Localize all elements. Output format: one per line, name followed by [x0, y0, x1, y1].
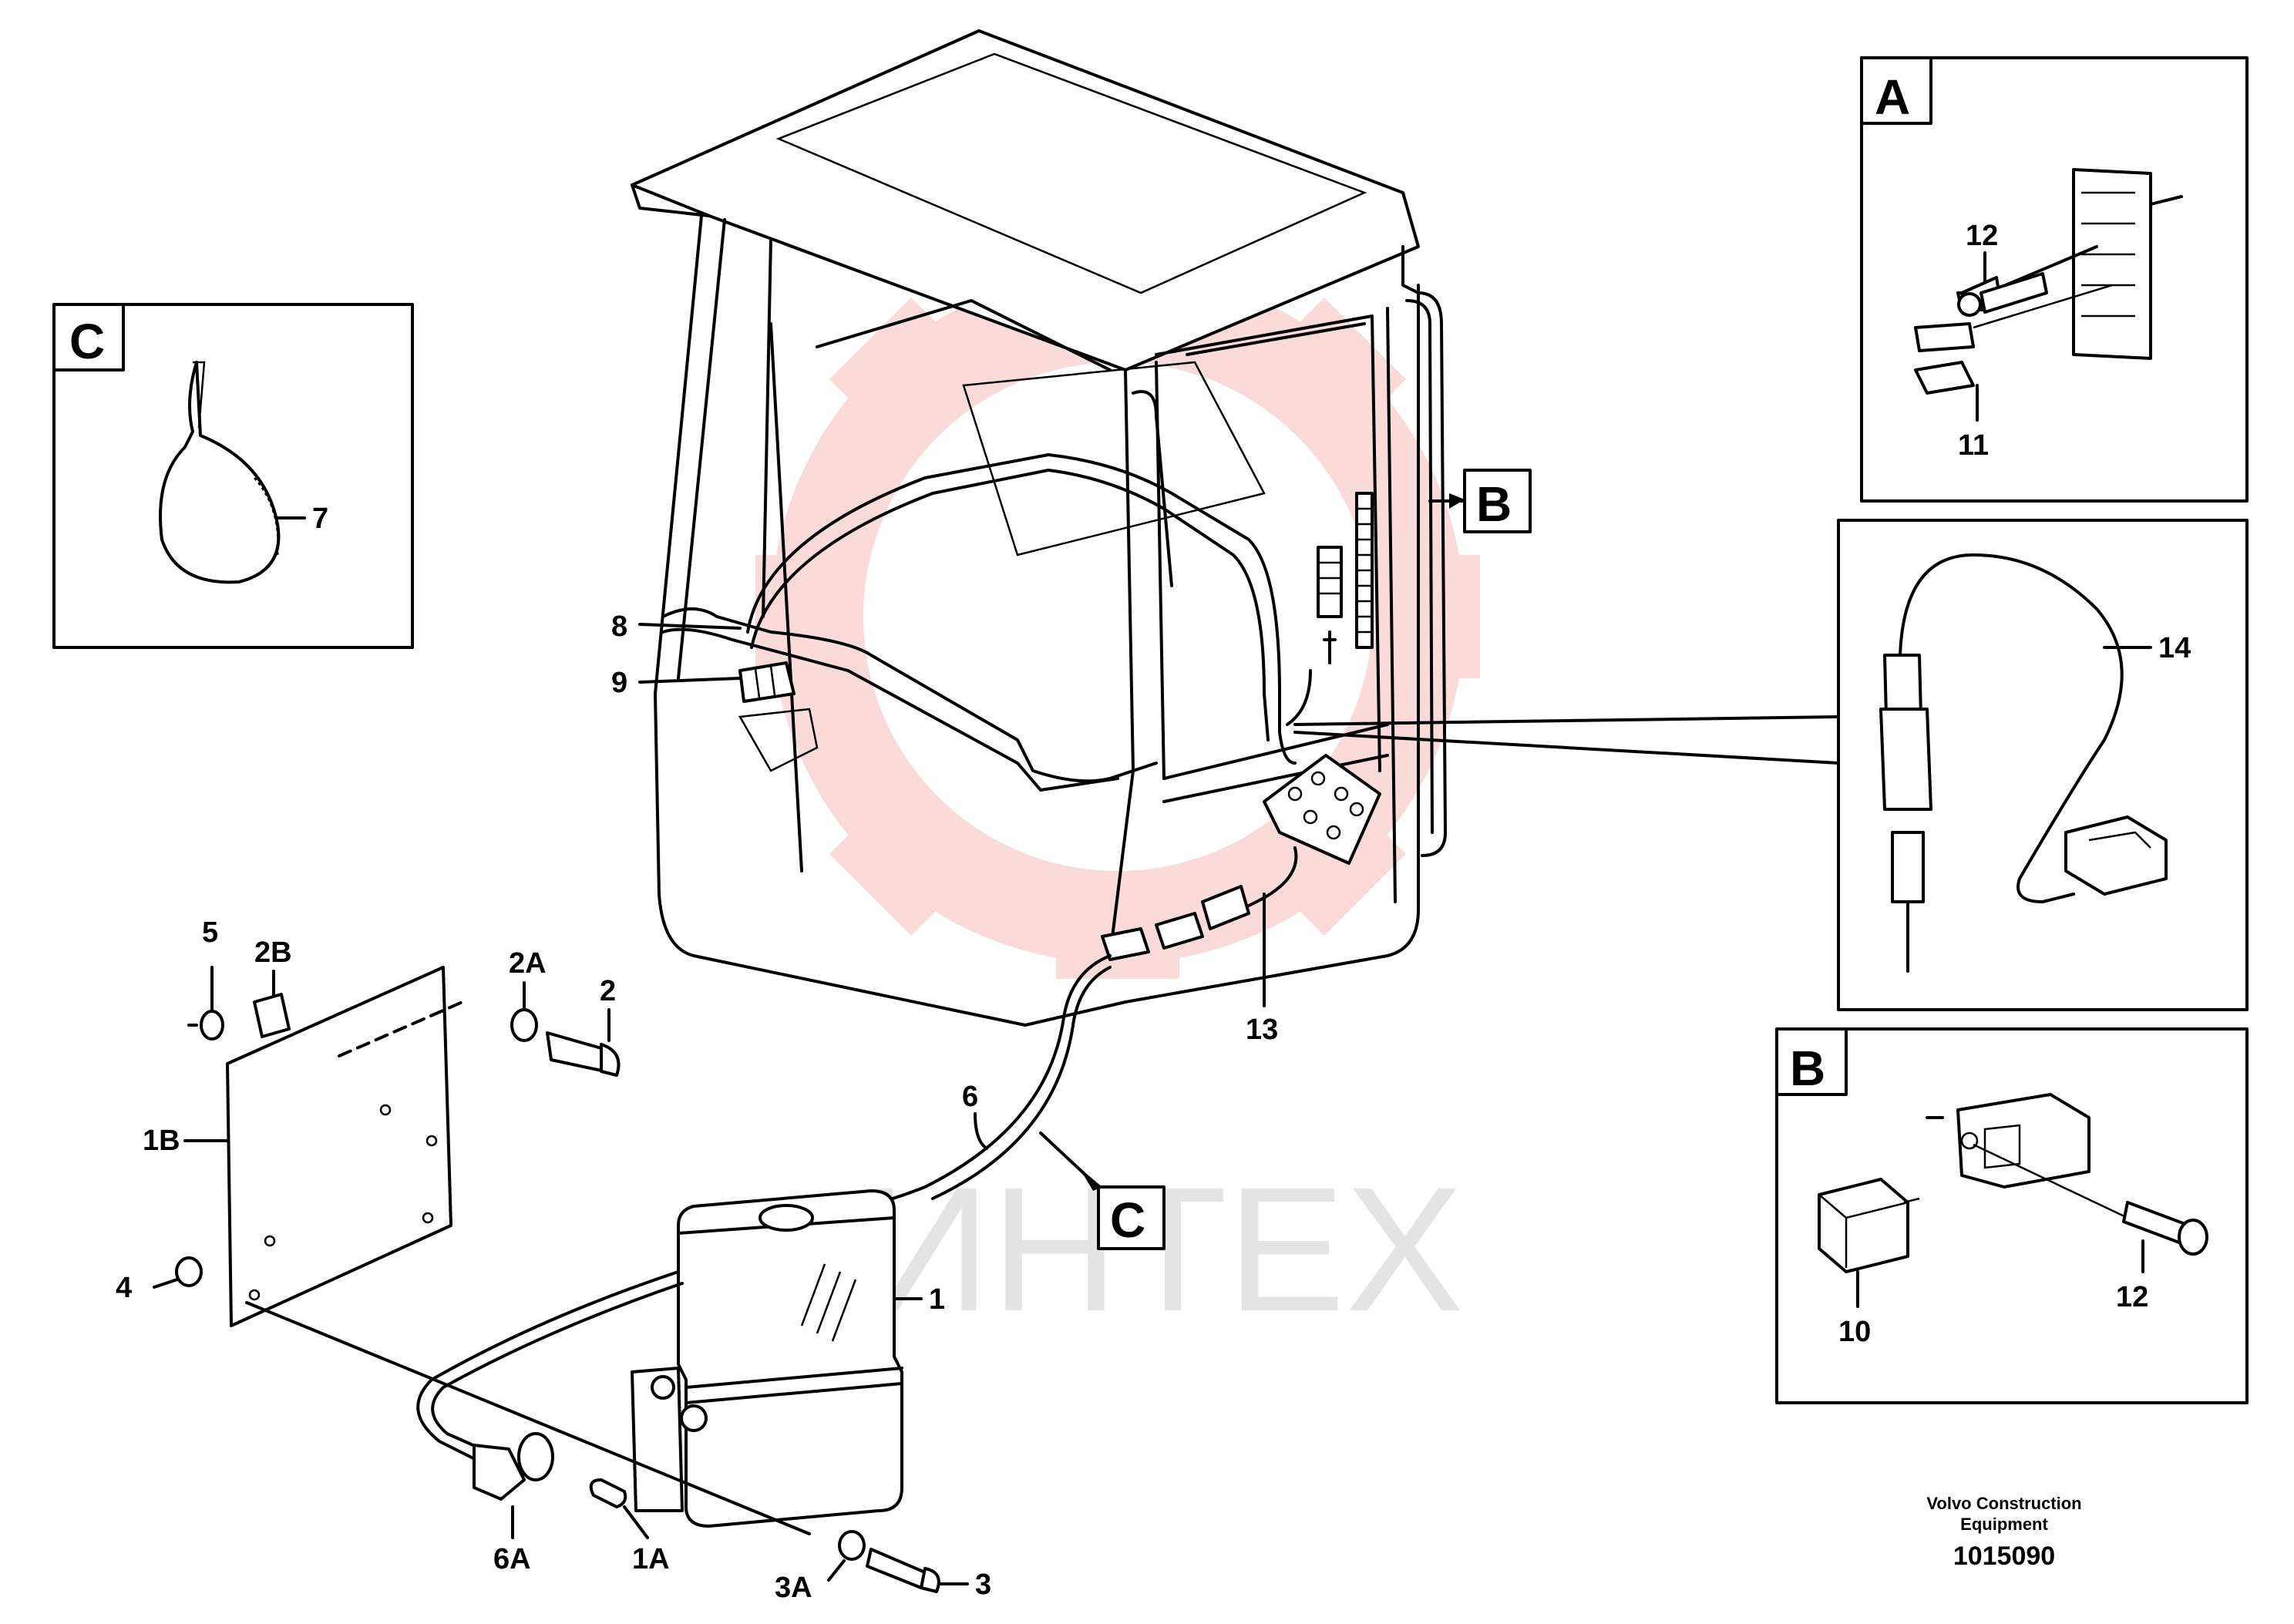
- label-2a: 2A: [509, 947, 547, 980]
- label-1a: 1A: [632, 1543, 670, 1575]
- label-9: 9: [611, 667, 627, 699]
- label-1b: 1B: [143, 1125, 180, 1157]
- label-11: 11: [1958, 429, 1989, 462]
- label-6a: 6A: [493, 1543, 531, 1575]
- label-12b: 12: [2116, 1281, 2148, 1313]
- inset-a: A 12 11: [1860, 56, 2249, 503]
- label-1: 1: [929, 1283, 945, 1316]
- footer-line2: Equipment: [1960, 1515, 2048, 1534]
- inset-c-letter: C: [69, 314, 105, 369]
- callout-b: B: [1428, 469, 1532, 533]
- callout-b-letter: B: [1476, 476, 1512, 532]
- label-13: 13: [1246, 1014, 1278, 1046]
- callout-c: C: [1039, 1131, 1166, 1250]
- label-3: 3: [975, 1569, 991, 1601]
- inset-c: C 7: [52, 303, 414, 649]
- label-2b: 2B: [254, 936, 292, 969]
- mounting-plate: [226, 966, 464, 1327]
- inset-a-letter: A: [1875, 69, 1910, 125]
- reservoir: [589, 1189, 903, 1528]
- label-4: 4: [116, 1272, 132, 1304]
- fuse-panel: [1317, 492, 1374, 664]
- label-10: 10: [1838, 1316, 1871, 1348]
- label-12a: 12: [1966, 220, 1998, 252]
- connector-plate: [1263, 754, 1381, 865]
- label-3a: 3A: [775, 1572, 812, 1604]
- cab: [631, 29, 1447, 1027]
- label-14: 14: [2158, 632, 2191, 664]
- label-6: 6: [962, 1081, 978, 1113]
- inset-b: B 10 12: [1775, 1027, 2249, 1404]
- harness-6: [769, 846, 1298, 1219]
- callout-c-letter: C: [1110, 1192, 1145, 1248]
- footer-number: 1015090: [1953, 1542, 2055, 1571]
- label-5: 5: [202, 916, 218, 949]
- label-8: 8: [611, 610, 627, 643]
- footer-line1: Volvo Construction: [1926, 1494, 2081, 1513]
- label-7: 7: [312, 503, 328, 535]
- hose-6a: [416, 1270, 684, 1501]
- leader-lines: [153, 623, 1266, 1585]
- inset-b-letter: B: [1790, 1041, 1825, 1096]
- label-2: 2: [600, 975, 616, 1007]
- hardware-left: [175, 993, 621, 1287]
- inset-14: 14: [1293, 519, 2249, 1011]
